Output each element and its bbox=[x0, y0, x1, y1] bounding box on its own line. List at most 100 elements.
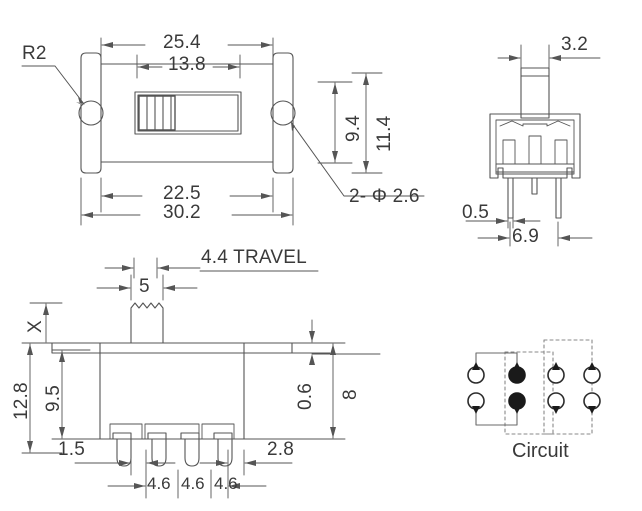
dim-9-5-arrow-top bbox=[59, 351, 65, 362]
dim-12-8-arrow-top bbox=[27, 344, 33, 355]
dim-12-8-arrow-bot bbox=[27, 441, 33, 452]
label-travel: 4.4 TRAVEL bbox=[201, 247, 307, 268]
top-view-slot-inner bbox=[137, 94, 239, 132]
dim-11-4-arrow-top bbox=[363, 74, 369, 85]
circuit-lead-r1c3 bbox=[552, 362, 560, 370]
label-actuator-width-side: 3.2 bbox=[561, 34, 589, 55]
r2-leader-line bbox=[21, 65, 85, 105]
top-view-group bbox=[21, 37, 425, 226]
circuit-lead-r2c2 bbox=[513, 406, 521, 414]
dim-30-2-arrow-left bbox=[82, 212, 93, 218]
dim-30-2-arrow-right bbox=[281, 212, 292, 218]
top-view-slot-outer bbox=[134, 91, 242, 135]
circuit-lead-r1c1 bbox=[472, 362, 480, 370]
label-body-length: 25.4 bbox=[163, 32, 201, 53]
label-right-pin-offset: 2.8 bbox=[267, 439, 295, 460]
dim-9-5-arrow-bot bbox=[59, 427, 65, 438]
front-view-pad-3 bbox=[201, 423, 235, 440]
dim-6-9-arrow-left bbox=[498, 235, 509, 241]
dim-5-arrow-right bbox=[164, 285, 175, 291]
dim-22-5-arrow-left bbox=[102, 193, 113, 199]
front-view-pin-4 bbox=[213, 432, 233, 467]
label-hole-to-top: 9.4 bbox=[343, 114, 364, 142]
dim-13-8-arrow-right bbox=[228, 64, 239, 70]
dim-9-4-arrow-top bbox=[332, 83, 338, 94]
label-slot-length: 13.8 bbox=[168, 54, 206, 75]
hole-callout-arrowhead bbox=[291, 122, 299, 131]
label-body-height: 11.4 bbox=[374, 115, 395, 152]
circuit-dashed-box-right bbox=[543, 339, 593, 435]
side-view-actuator-stem bbox=[520, 67, 550, 119]
label-actuator-width-front: 5 bbox=[139, 276, 150, 297]
dim-8-arrow-top bbox=[330, 344, 336, 355]
circuit-lead-r1c4 bbox=[588, 362, 596, 370]
circuit-bridge-bottom bbox=[475, 411, 518, 426]
circuit-group bbox=[467, 339, 601, 435]
label-bracket-thickness: 0.6 bbox=[295, 382, 316, 410]
dim-2-8-arrow-b bbox=[245, 460, 256, 466]
front-view-pin-2 bbox=[147, 432, 167, 467]
top-view-slider-knob bbox=[138, 95, 176, 131]
label-actuator-height: X bbox=[25, 320, 46, 333]
dim-x-arrow-top bbox=[43, 304, 49, 315]
circuit-lead-r1c2 bbox=[513, 362, 521, 370]
circuit-lead-r2c4 bbox=[588, 406, 596, 414]
dim-9-4-arrow-bot bbox=[332, 151, 338, 162]
dim-3-2-arrow-right bbox=[550, 55, 561, 61]
label-body-height-front: 9.5 bbox=[43, 384, 64, 412]
side-view-group bbox=[465, 44, 601, 247]
circuit-dashed-box-left bbox=[504, 351, 554, 435]
label-pin-thickness: 0.5 bbox=[462, 202, 490, 223]
side-view-contact-left bbox=[502, 139, 516, 165]
top-view-mount-hole-left bbox=[78, 100, 104, 126]
dim-25-4-arrow-right bbox=[261, 42, 272, 48]
dim-46-arrow-right bbox=[229, 483, 240, 489]
circuit-lead-r2c1 bbox=[472, 406, 480, 414]
label-corner-radius: R2 bbox=[22, 43, 47, 64]
top-view-mount-hole-right bbox=[270, 100, 296, 126]
dim-8-arrow-bot bbox=[330, 427, 336, 438]
dim-3-2-arrow-left bbox=[509, 55, 520, 61]
dim-0-5-arrow-left bbox=[496, 218, 507, 224]
front-view-pad-2 bbox=[144, 423, 200, 440]
circuit-bridge-top bbox=[475, 352, 518, 366]
dim-2-8-arrow bbox=[216, 460, 227, 466]
side-view-frame-outline bbox=[489, 113, 581, 179]
front-view-pin-3 bbox=[180, 432, 200, 467]
dim-1-5-arrow bbox=[119, 460, 130, 466]
circuit-caption: Circuit bbox=[512, 440, 569, 462]
label-pin-pitch-2: 4.6 bbox=[181, 474, 205, 493]
label-body-depth: 8 bbox=[340, 389, 361, 400]
label-pin-pitch-3: 4.6 bbox=[214, 474, 238, 493]
front-view-bracket bbox=[51, 342, 293, 354]
dim-0-6-arrow-top bbox=[309, 331, 315, 342]
front-view-pad-1 bbox=[109, 423, 143, 440]
front-view-group bbox=[21, 257, 381, 499]
dim-1-5-arrow-b bbox=[147, 460, 158, 466]
side-view-cover-detail bbox=[499, 120, 571, 127]
label-pin-span: 6.9 bbox=[512, 226, 540, 247]
side-view-pin-left bbox=[507, 177, 514, 219]
dim-22-5-arrow-right bbox=[261, 193, 272, 199]
dim-6-9-arrow-right bbox=[559, 235, 570, 241]
dim-0-5-arrow-right bbox=[514, 218, 525, 224]
dim-0-6-arrow-bot bbox=[309, 354, 315, 365]
dim-5-arrow-left bbox=[119, 285, 130, 291]
label-pin-pitch-1: 4.6 bbox=[147, 474, 171, 493]
dim-25-4-arrow-left bbox=[102, 42, 113, 48]
side-view-contact-mid bbox=[528, 135, 542, 165]
label-total-height: 12.8 bbox=[11, 382, 32, 420]
side-view-contact-right bbox=[554, 139, 568, 165]
label-hole-callout: 2- Φ 2.6 bbox=[349, 186, 420, 207]
dim-11-4-arrow-bot bbox=[363, 161, 369, 172]
side-view-lower-body bbox=[495, 163, 575, 175]
side-view-pin-right bbox=[555, 177, 562, 219]
dim-13-8-arrow-left bbox=[138, 64, 149, 70]
side-view-pin-center bbox=[531, 177, 538, 195]
r2-arrowhead bbox=[76, 97, 84, 104]
front-view-body bbox=[99, 342, 245, 440]
label-end-pin-offset: 1.5 bbox=[58, 439, 86, 460]
circuit-lead-r2c3 bbox=[552, 406, 560, 414]
